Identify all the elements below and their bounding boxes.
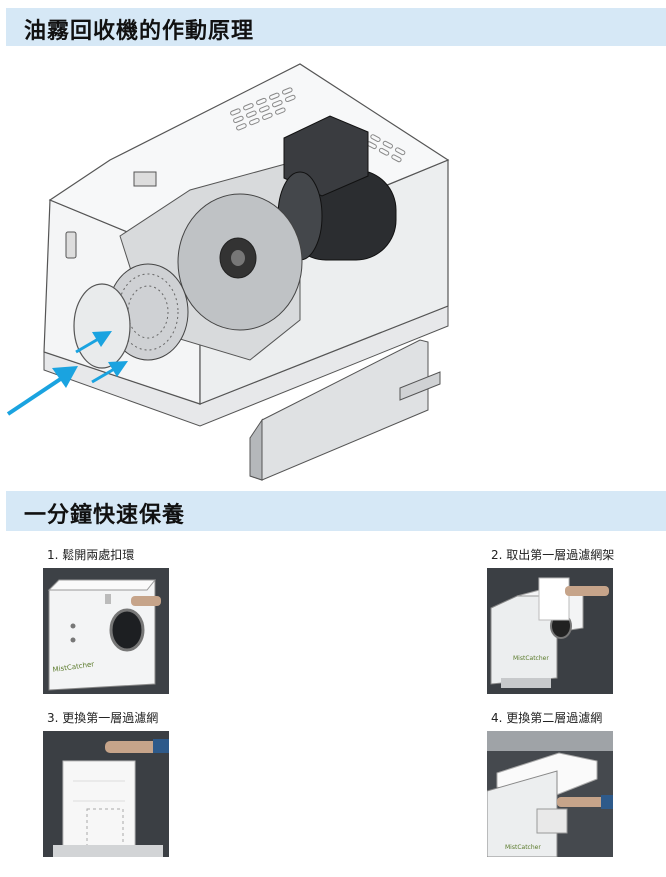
step-photo-replace-first-filter [43,731,169,857]
brand-logo: MistCatcher [505,844,541,851]
step-label: 3. 更換第一層過濾網 [47,711,159,725]
section-title: 油霧回收機的作動原理 [24,19,255,44]
step-photo-release-clamps: MistCatcher [43,568,169,694]
hinge [133,171,157,187]
brand-logo: MistCatcher [513,655,549,662]
step-label: 4. 更換第二層過濾網 [491,711,603,725]
step-label: 2. 取出第一層過濾網架 [491,548,615,562]
step-photo-remove-frame: MistCatcher [487,568,613,694]
step-label: 1. 鬆開兩處扣環 [47,548,135,562]
oil-mist-collector-illustration [6,63,450,481]
filter-drum [177,193,303,331]
latch [65,231,77,259]
machine-stand [249,339,441,481]
airflow-arrows [6,331,128,416]
section-title: 一分鐘快速保養 [24,503,186,528]
section-header: 油霧回收機的作動原理 [6,8,666,46]
vent-slots [230,87,406,163]
section-header: 一分鐘快速保養 [6,491,666,531]
intake-opening [73,283,131,369]
step-photo-replace-second-filter: MistCatcher [487,731,613,857]
